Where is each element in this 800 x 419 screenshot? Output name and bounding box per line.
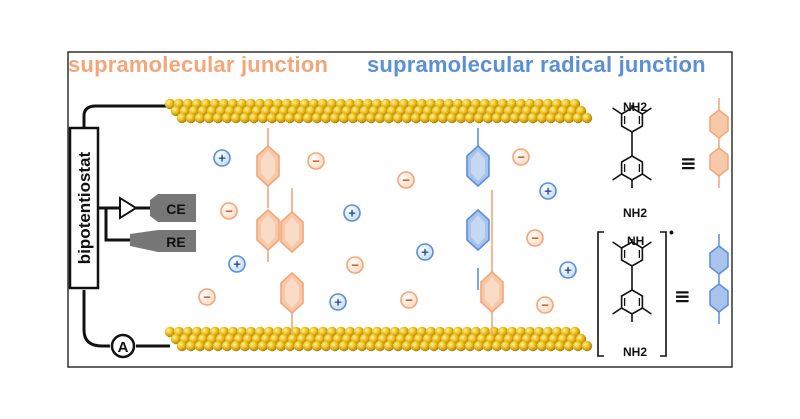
equivalence-symbol-neutral: ≡: [680, 151, 697, 175]
svg-text:−: −: [517, 150, 525, 165]
anion-ion: −: [400, 291, 418, 309]
anion-ion: −: [346, 256, 364, 274]
cation-ion: +: [539, 182, 557, 200]
benzene-ring-blue: [466, 144, 490, 188]
bipotentiostat-label: bipotentiostat: [75, 151, 94, 264]
svg-text:+: +: [233, 257, 241, 272]
anion-ion: −: [220, 202, 238, 220]
ammeter: A: [110, 333, 136, 359]
amplifier-symbol: [119, 196, 138, 220]
re-label: RE: [166, 234, 185, 250]
svg-text:−: −: [541, 298, 549, 313]
cation-ion: +: [329, 293, 347, 311]
anion-ion: −: [512, 148, 530, 166]
benzene-ring-orange: [480, 270, 504, 314]
neutral-top-group: NH2: [623, 100, 647, 114]
cation-ion: +: [343, 204, 361, 222]
neutral-molecule-icon: [709, 98, 729, 188]
top-gold-electrode: [164, 98, 593, 124]
svg-text:−: −: [203, 290, 211, 305]
benzene-ring-orange: [256, 144, 280, 188]
re-tag: RE: [130, 230, 196, 252]
benzene-ring-orange: [280, 210, 304, 254]
ammeter-label: A: [118, 339, 129, 356]
right-bracket: [660, 231, 667, 357]
equivalence-symbol-radical: ≡: [674, 284, 691, 308]
radical-molecule-stack: [466, 128, 504, 334]
ions: + + + + + + + − − − − − − − − −: [198, 148, 577, 314]
supramolecular-junction-title: supramolecular junction: [68, 52, 329, 77]
neutral-bottom-group: NH2: [623, 206, 647, 220]
ce-tag: CE: [150, 194, 196, 222]
svg-text:+: +: [348, 206, 356, 221]
svg-text:+: +: [334, 295, 342, 310]
benzene-ring-orange: [256, 208, 280, 252]
bipotentiostat-box: bipotentiostat: [68, 126, 100, 290]
cation-ion: +: [213, 149, 231, 167]
anion-ion: −: [397, 171, 415, 189]
svg-text:+: +: [544, 184, 552, 199]
svg-text:−: −: [312, 154, 320, 169]
svg-text:−: −: [225, 204, 233, 219]
ce-label: CE: [166, 201, 185, 217]
anion-ion: −: [198, 288, 216, 306]
bottom-gold-electrode: [164, 326, 593, 352]
neutral-structure: [612, 105, 652, 188]
neutral-molecule-stack: [256, 128, 304, 334]
cation-ion: +: [228, 255, 246, 273]
svg-text:+: +: [564, 263, 572, 278]
benzene-ring-orange: [280, 271, 304, 315]
anion-ion: −: [536, 296, 554, 314]
left-bracket: [597, 231, 604, 357]
svg-text:−: −: [402, 173, 410, 188]
radical-structure: [612, 239, 652, 322]
diagram-frame: [67, 51, 733, 368]
anion-ion: −: [526, 229, 544, 247]
svg-text:−: −: [351, 258, 359, 273]
radical-bottom-group: NH2: [623, 345, 647, 359]
anion-ion: −: [307, 152, 325, 170]
radical-molecule-icon: [709, 234, 729, 324]
radical-top-group: NH: [627, 234, 644, 248]
radical-dot: •: [669, 224, 674, 240]
cation-ion: +: [559, 261, 577, 279]
svg-text:+: +: [421, 245, 429, 260]
svg-text:−: −: [405, 293, 413, 308]
benzene-ring-blue: [466, 208, 490, 252]
supramolecular-radical-junction-title: supramolecular radical junction: [367, 52, 706, 77]
svg-text:−: −: [531, 231, 539, 246]
svg-text:+: +: [218, 151, 226, 166]
cation-ion: +: [416, 243, 434, 261]
